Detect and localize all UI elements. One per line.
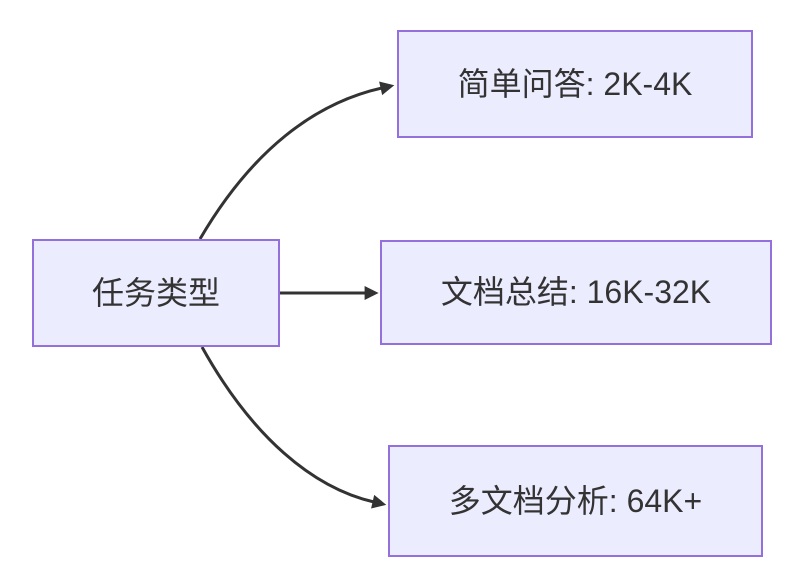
node-multi-doc-analysis-label: 多文档分析: 64K+ (448, 482, 703, 519)
node-simple-qa: 简单问答: 2K-4K (397, 30, 753, 138)
node-multi-doc-analysis: 多文档分析: 64K+ (388, 445, 763, 557)
node-doc-summary-label: 文档总结: 16K-32K (440, 274, 712, 311)
node-doc-summary: 文档总结: 16K-32K (380, 240, 772, 345)
node-task-type-label: 任务类型 (91, 274, 220, 311)
edge-root-to-multi-doc (200, 346, 387, 509)
node-task-type: 任务类型 (32, 239, 280, 347)
edge-root-to-simple-qa (198, 81, 395, 240)
node-simple-qa-label: 简单问答: 2K-4K (457, 65, 693, 102)
